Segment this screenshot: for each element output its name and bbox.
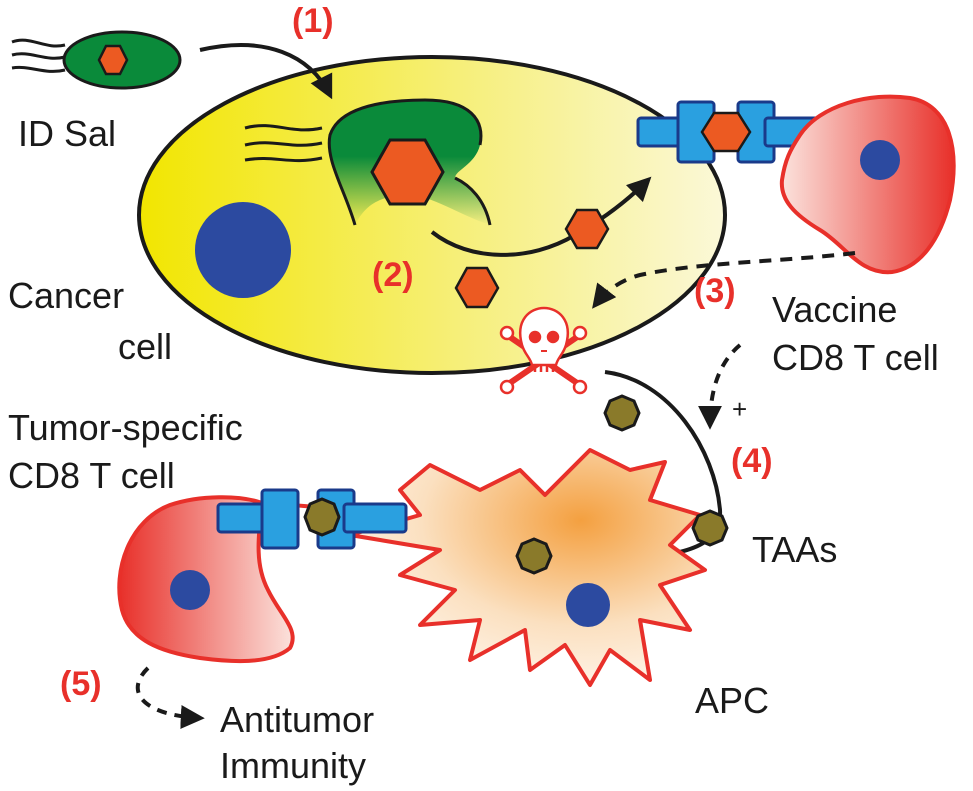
cancer-cell (137, 55, 727, 375)
cancer-nucleus (195, 202, 291, 298)
cell-death-skull-icon (499, 306, 588, 395)
step-1-label: (1) (292, 2, 334, 40)
antigen-hexagon (564, 208, 610, 250)
step-3-label: (3) (694, 272, 736, 310)
antitumor-dashed-arrow (135, 666, 205, 730)
plus-sign: + (732, 394, 747, 424)
vaccine-cell-nucleus (860, 140, 900, 180)
antigen-hexagon (454, 266, 500, 309)
step-4-label: (4) (731, 442, 773, 480)
taa-octagon (303, 497, 341, 537)
antigen-hexagon (97, 44, 129, 76)
apc-label: APC (695, 680, 769, 721)
taa-octagon (603, 394, 641, 432)
step-2-label: (2) (372, 256, 414, 294)
vaccine-cd8-t-cell (779, 94, 956, 275)
antigen-hexagon (370, 138, 445, 206)
taas-label: TAAs (752, 529, 837, 570)
tumor-cell-label-line2: CD8 T cell (8, 455, 175, 496)
antigen-export-arrow (430, 176, 652, 257)
tumor-cell-label-line1: Tumor-specific (8, 407, 243, 448)
id-sal-bacterium (11, 30, 182, 90)
mhc-tcr-complex-tumor (216, 488, 408, 550)
antigen-hexagon (700, 111, 752, 153)
apc-nucleus (566, 583, 610, 627)
antitumor-label-line1: Antitumor (220, 699, 374, 740)
step-5-label: (5) (60, 665, 102, 703)
vaccine-cell-label-line2: CD8 T cell (772, 337, 939, 378)
killing-dashed-arrow (592, 251, 856, 309)
tumor-cell-nucleus (170, 570, 210, 610)
antitumor-label-line2: Immunity (220, 745, 366, 786)
taa-octagon (691, 509, 729, 547)
cancer-cell-label-line2: cell (118, 326, 172, 367)
cancer-cell-label-line1: Cancer (8, 275, 124, 316)
intracellular-bacterium (244, 98, 492, 226)
entry-arrow (199, 43, 333, 100)
vaccine-cell-label-line1: Vaccine (772, 289, 897, 330)
taa-octagon (515, 537, 553, 575)
stimulation-dashed-arrow (698, 343, 742, 430)
id-sal-label: ID Sal (18, 113, 116, 154)
